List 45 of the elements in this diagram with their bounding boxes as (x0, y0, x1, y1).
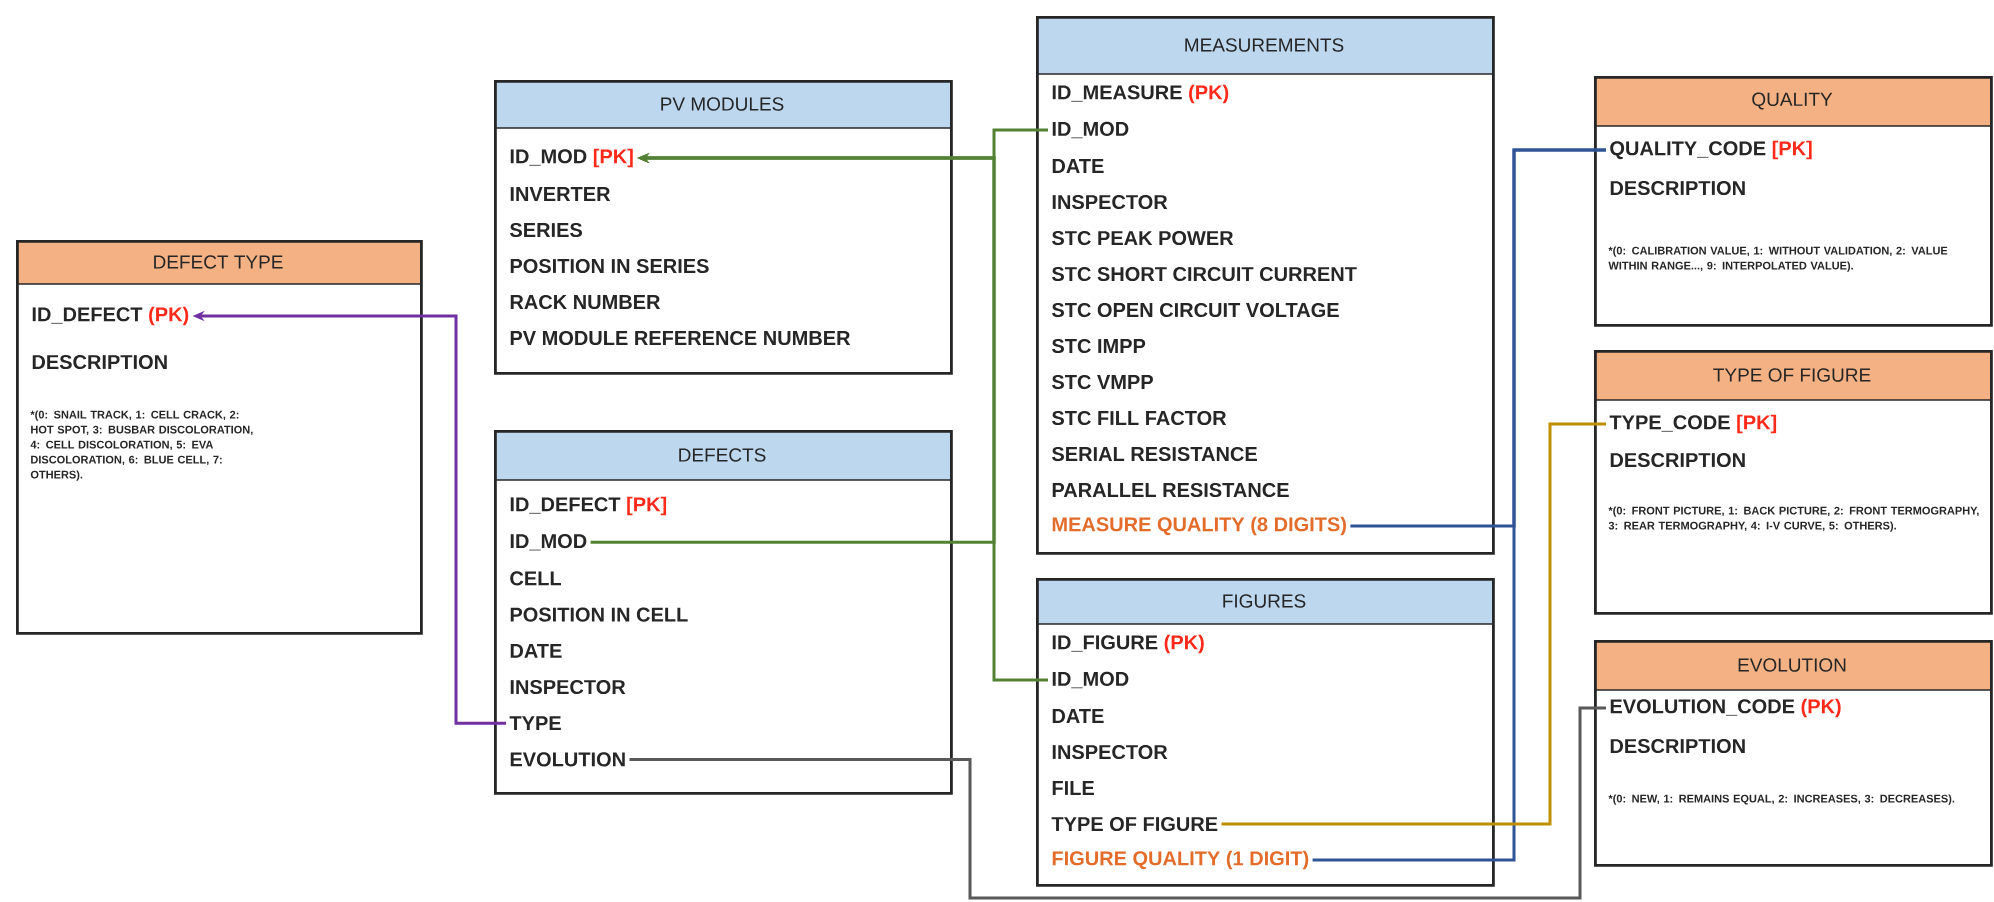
field-text: ID_DEFECT (PK) (32, 306, 189, 326)
field-text: MEASURE QUALITY (8 DIGITS) (1052, 516, 1346, 536)
field-text: ID_MOD (1052, 121, 1129, 139)
field-text: ID_DEFECT [PK] (510, 496, 667, 516)
field-text: PARALLEL RESISTANCE (1052, 482, 1289, 498)
field-text: ID_FIGURE (PK) (1052, 634, 1204, 654)
field-text: TYPE (509, 716, 561, 731)
field-text: TYPE OF FIGURE (1051, 816, 1218, 832)
field-text: SERIES (509, 222, 582, 238)
field-text: POSITION IN SERIES (510, 258, 709, 274)
field-text: DESCRIPTION (1610, 738, 1745, 754)
field-text: QUALITY_CODE [PK] (1610, 140, 1812, 160)
field-text: INSPECTOR (1052, 194, 1168, 210)
field-text: EVOLUTION_CODE (PK) (1610, 698, 1841, 718)
field-text: SERIAL RESISTANCE (1051, 446, 1257, 462)
field-text: DATE (1052, 159, 1104, 173)
field-text: POSITION IN CELL (510, 607, 688, 622)
field-text: STC FILL FACTOR (1051, 410, 1227, 426)
field-text: ID_MOD (510, 534, 587, 551)
field-text: STC OPEN CIRCUIT VOLTAGE (1051, 302, 1339, 318)
field-text: INVERTER (510, 187, 611, 201)
field-text: ID_MOD (1052, 671, 1129, 689)
field-text: RACK NUMBER (510, 294, 661, 310)
field-text: DESCRIPTION (1610, 180, 1745, 196)
field-text: TYPE_CODE [PK] (1609, 414, 1777, 434)
field-text: DESCRIPTION (32, 354, 167, 370)
connector-line (1312, 148, 1606, 862)
field-text: ID_MEASURE (PK) (1052, 84, 1229, 104)
field-text: DATE (1052, 709, 1104, 723)
field-text: INSPECTOR (1052, 744, 1168, 760)
field-text: DATE (510, 643, 562, 658)
field-text: FILE (1052, 781, 1094, 795)
field-text: STC IMPP (1051, 338, 1146, 354)
field-text: INSPECTOR (510, 679, 626, 695)
field-text: ID_MOD [PK] (510, 148, 633, 168)
field-text: STC VMPP (1051, 374, 1153, 390)
field-text: PV MODULE REFERENCE NUMBER (510, 330, 851, 346)
field-text: DESCRIPTION (1610, 452, 1745, 468)
field-text: EVOLUTION (510, 752, 625, 767)
field-text: STC SHORT CIRCUIT CURRENT (1051, 266, 1357, 282)
connector-line (629, 706, 1606, 900)
field-text: STC PEAK POWER (1051, 230, 1234, 246)
field-text: CELL (510, 571, 561, 586)
field-text: FIGURE QUALITY (1 DIGIT) (1052, 850, 1309, 870)
connector-line (1221, 422, 1606, 826)
